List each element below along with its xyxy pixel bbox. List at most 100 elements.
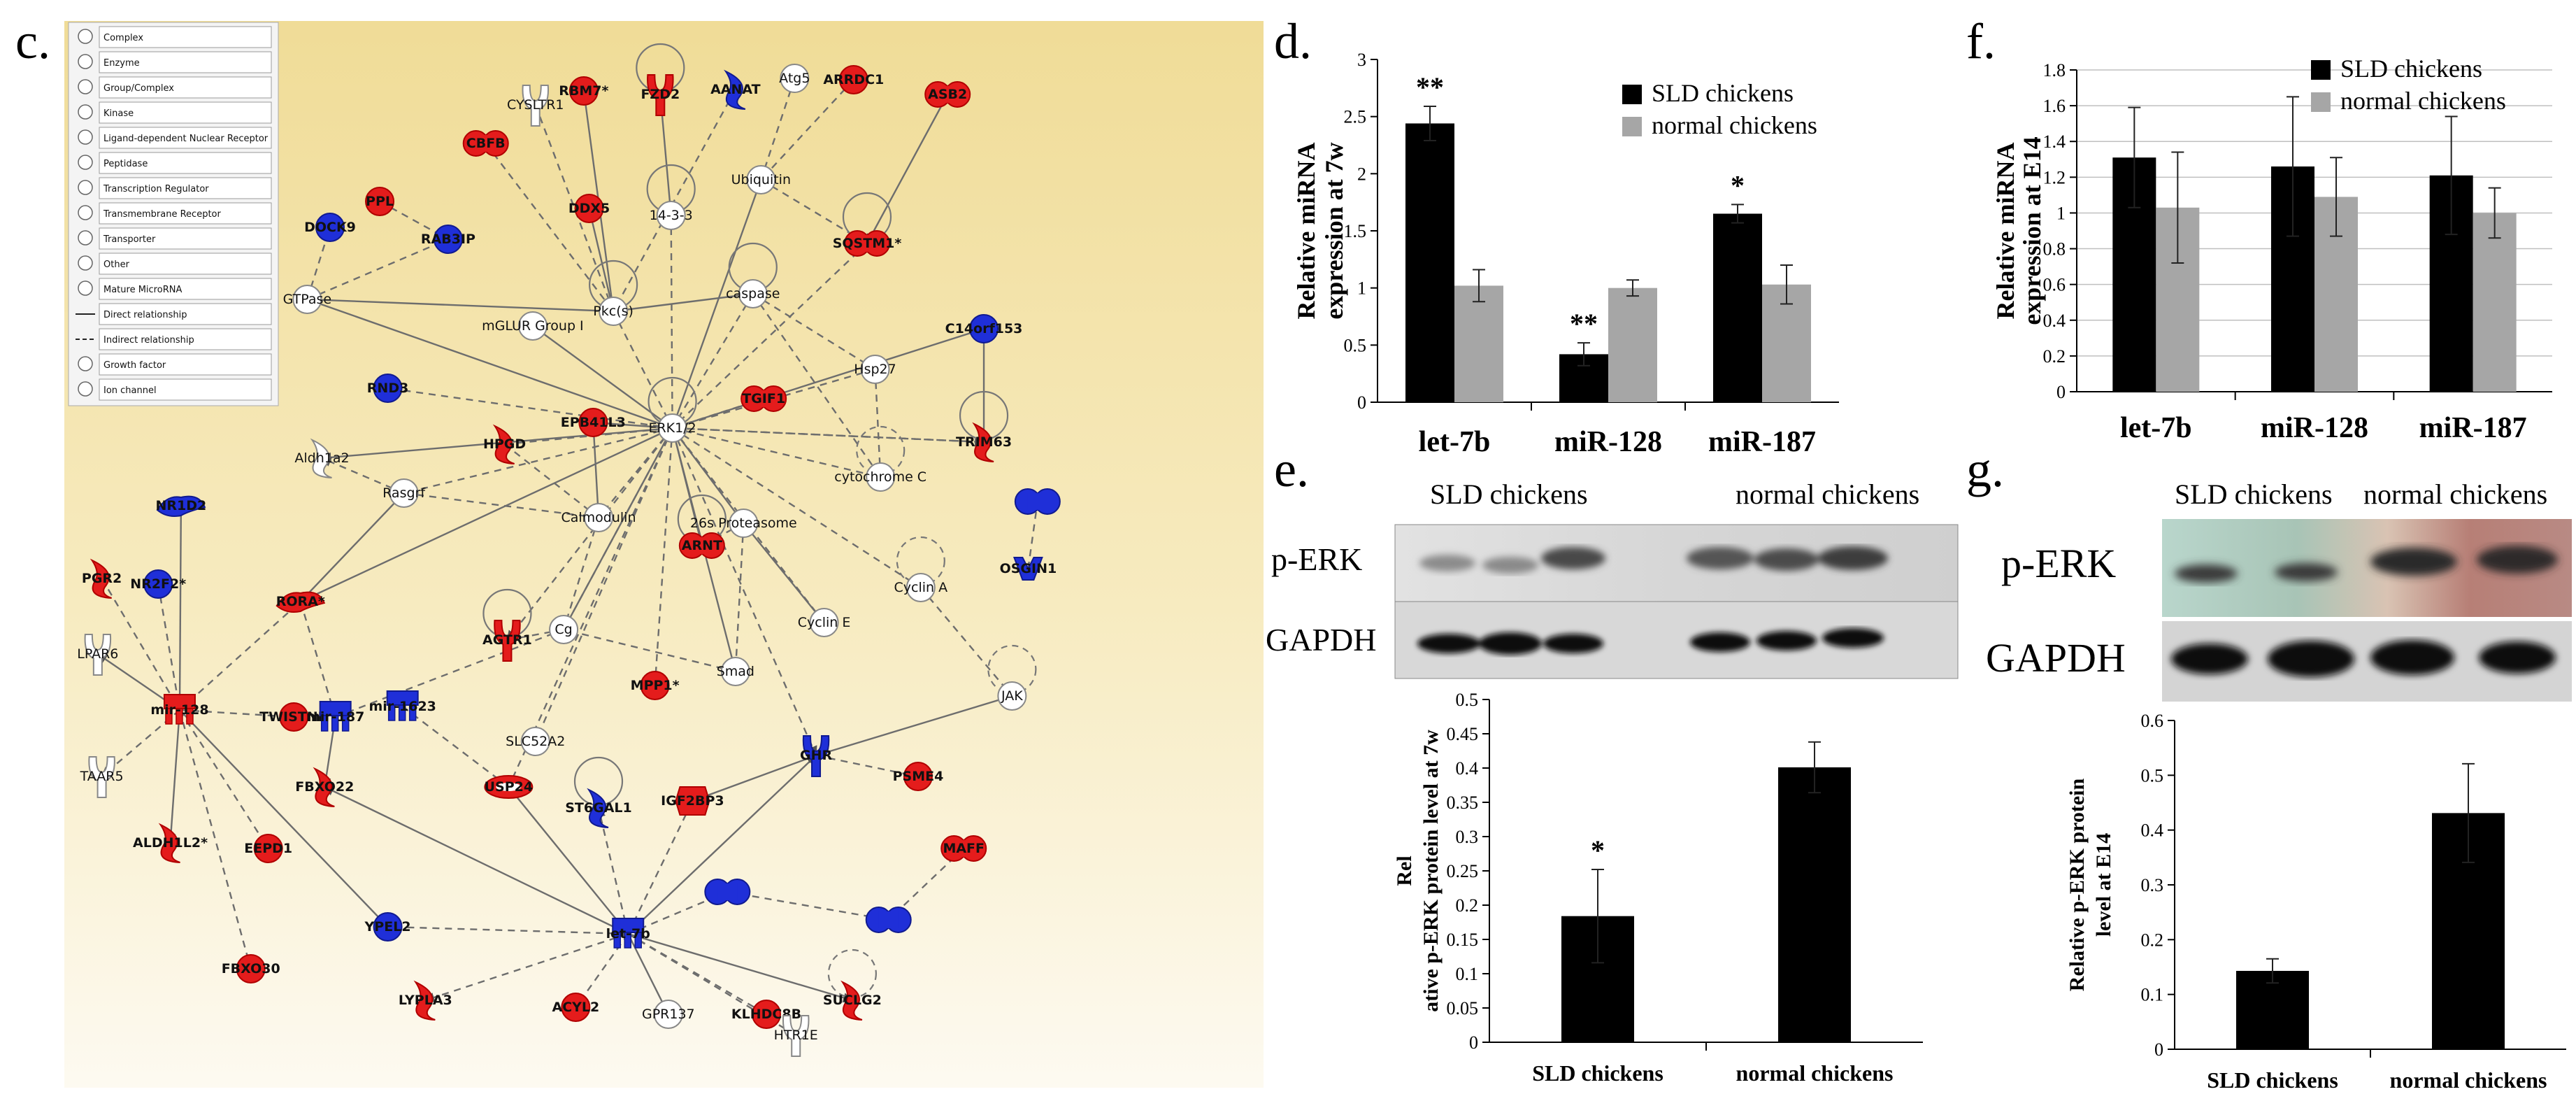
network-node[interactable]: EPB41L3 — [561, 408, 626, 437]
network-node[interactable]: MPP1* — [631, 671, 680, 700]
legend-row — [99, 278, 272, 300]
legend-row — [99, 353, 272, 376]
network-node[interactable]: Ubiquitin — [731, 165, 791, 194]
network-edge — [613, 89, 736, 313]
network-node[interactable]: Smad — [717, 657, 754, 686]
network-edge — [613, 290, 754, 313]
network-node[interactable]: USP24 — [484, 775, 534, 799]
network-node[interactable]: NR2F2* — [130, 569, 186, 599]
network-node[interactable]: Rasgrf — [382, 478, 426, 508]
network-node[interactable]: let-7b — [606, 918, 650, 949]
chart-e-svg: 00.050.10.150.20.250.30.350.40.450.5*SLD… — [1393, 690, 1923, 1086]
network-node[interactable]: PSME4 — [893, 762, 944, 791]
network-node[interactable]: ARNT — [678, 532, 725, 559]
network-node[interactable]: RAB3IP — [421, 225, 475, 254]
legend-shape-icon — [78, 255, 93, 271]
network-node[interactable]: ASB2 — [924, 81, 971, 108]
network-node[interactable]: FBXO22 — [295, 767, 354, 807]
network-edge — [387, 384, 673, 429]
network-node[interactable]: HPGD — [483, 424, 526, 464]
network-node[interactable]: Atg5 — [779, 64, 810, 93]
network-node[interactable]: Pkc(s) — [593, 297, 634, 326]
network-node[interactable]: SLC52A2 — [506, 727, 565, 756]
network-node[interactable]: mir-128 — [150, 694, 209, 725]
network-node[interactable]: CYSLTR1 — [507, 85, 564, 127]
network-node[interactable]: Aldh1a2 — [294, 438, 350, 478]
network-node[interactable]: LPAR6 — [77, 634, 118, 676]
network-node[interactable]: NR1D2 — [156, 495, 207, 517]
network-node[interactable]: GHR — [800, 735, 832, 777]
legend-label: Ion channel — [103, 385, 157, 396]
network-node[interactable]: PGR2 — [82, 558, 122, 599]
y-tick-label: 0.5 — [1344, 335, 1367, 355]
network-node-label: PPL — [366, 194, 394, 209]
network-node[interactable]: RORA* — [276, 591, 326, 613]
network-node[interactable]: DDX5 — [568, 194, 610, 223]
network-node[interactable]: Calmodulin — [561, 503, 636, 532]
legend-shape-icon — [78, 205, 93, 220]
network-node[interactable]: IGF2BP3 — [661, 786, 724, 816]
network-edge — [727, 890, 890, 923]
network-node[interactable] — [704, 879, 751, 905]
network-node[interactable]: FBXO30 — [222, 954, 280, 983]
network-node[interactable]: YPEL2 — [364, 912, 411, 942]
network-node[interactable]: FZD2 — [641, 74, 680, 116]
network-node[interactable]: AGTR1 — [482, 620, 532, 662]
network-node[interactable]: ACYL2 — [552, 993, 599, 1022]
network-node[interactable]: DOCK9 — [304, 213, 356, 242]
network-node[interactable]: SUCLG2 — [823, 980, 882, 1021]
network-node[interactable]: caspase — [726, 279, 780, 308]
network-node[interactable]: RBM7* — [559, 76, 609, 106]
network-node[interactable]: ERK1/2 — [648, 413, 696, 443]
blot-e-gapdh-svg: GAPDH — [1266, 601, 1959, 679]
network-node[interactable]: C14orf153 — [945, 314, 1023, 343]
network-node[interactable]: ARRDC1 — [823, 65, 884, 94]
network-node-label: SQSTM1* — [833, 236, 902, 251]
y-tick-label: 0.15 — [1447, 930, 1479, 950]
legend-label: Group/Complex — [103, 83, 174, 94]
network-node[interactable]: JAK — [997, 681, 1027, 711]
network-node[interactable]: OSGIN1 — [1000, 557, 1057, 581]
network-edge — [179, 709, 295, 722]
network-node[interactable]: 26s Proteasome — [690, 509, 797, 538]
network-node[interactable] — [865, 907, 912, 933]
legend-label: Direct relationship — [103, 310, 187, 320]
blot-g-row-gapdh: GAPDH — [1986, 635, 2126, 681]
network-node[interactable]: SQSTM1* — [833, 230, 902, 257]
network-node[interactable]: cytochrome C — [834, 462, 926, 492]
network-node[interactable]: TGIF1 — [740, 385, 787, 412]
network-node[interactable]: ST6GAL1 — [565, 788, 632, 828]
network-node[interactable]: Hsp27 — [854, 355, 896, 384]
network-node[interactable]: MAFF — [940, 835, 987, 862]
network-node[interactable]: KLHDC8B — [731, 1000, 801, 1029]
y-tick-label: 3 — [1357, 50, 1366, 70]
blot-e-row-perk: p-ERK — [1271, 541, 1362, 577]
network-node[interactable]: AANAT — [710, 69, 761, 110]
legend-row — [99, 303, 272, 325]
network-node[interactable]: PPL — [365, 187, 395, 216]
network-node[interactable]: Cyclin A — [894, 573, 948, 602]
network-node[interactable]: ALDH1L2* — [133, 823, 208, 863]
network-node[interactable]: GTPase — [283, 285, 332, 314]
network-node[interactable]: Cyclin E — [798, 608, 851, 637]
legend-shape-icon — [78, 79, 93, 94]
network-node-label: ACYL2 — [552, 1000, 599, 1015]
network-node-label: HTR1E — [774, 1028, 818, 1043]
network-node[interactable]: 14-3-3 — [650, 201, 693, 230]
network-node[interactable]: HTR1E — [774, 1015, 818, 1057]
significance-mark: * — [1731, 169, 1745, 201]
network-node[interactable]: TRIM63 — [956, 422, 1012, 462]
network-node[interactable]: LYPLA3 — [399, 980, 452, 1021]
network-node[interactable]: RND3 — [367, 374, 409, 403]
network-node[interactable]: mir-187 — [306, 701, 364, 732]
network-node[interactable] — [1014, 488, 1061, 515]
network-node[interactable]: Cg — [549, 615, 579, 644]
network-node[interactable]: mir-1623 — [368, 690, 436, 721]
network-node[interactable]: EEPD1 — [244, 834, 292, 863]
network-node[interactable]: TWISTNB — [259, 702, 328, 732]
network-node[interactable]: TAAR5 — [80, 756, 124, 798]
network-node[interactable]: CBFB — [462, 130, 509, 157]
network-node[interactable]: mGLUR Group I — [482, 311, 584, 341]
network-node-label: NR1D2 — [156, 498, 207, 513]
network-node[interactable]: GPR137 — [642, 1000, 695, 1029]
